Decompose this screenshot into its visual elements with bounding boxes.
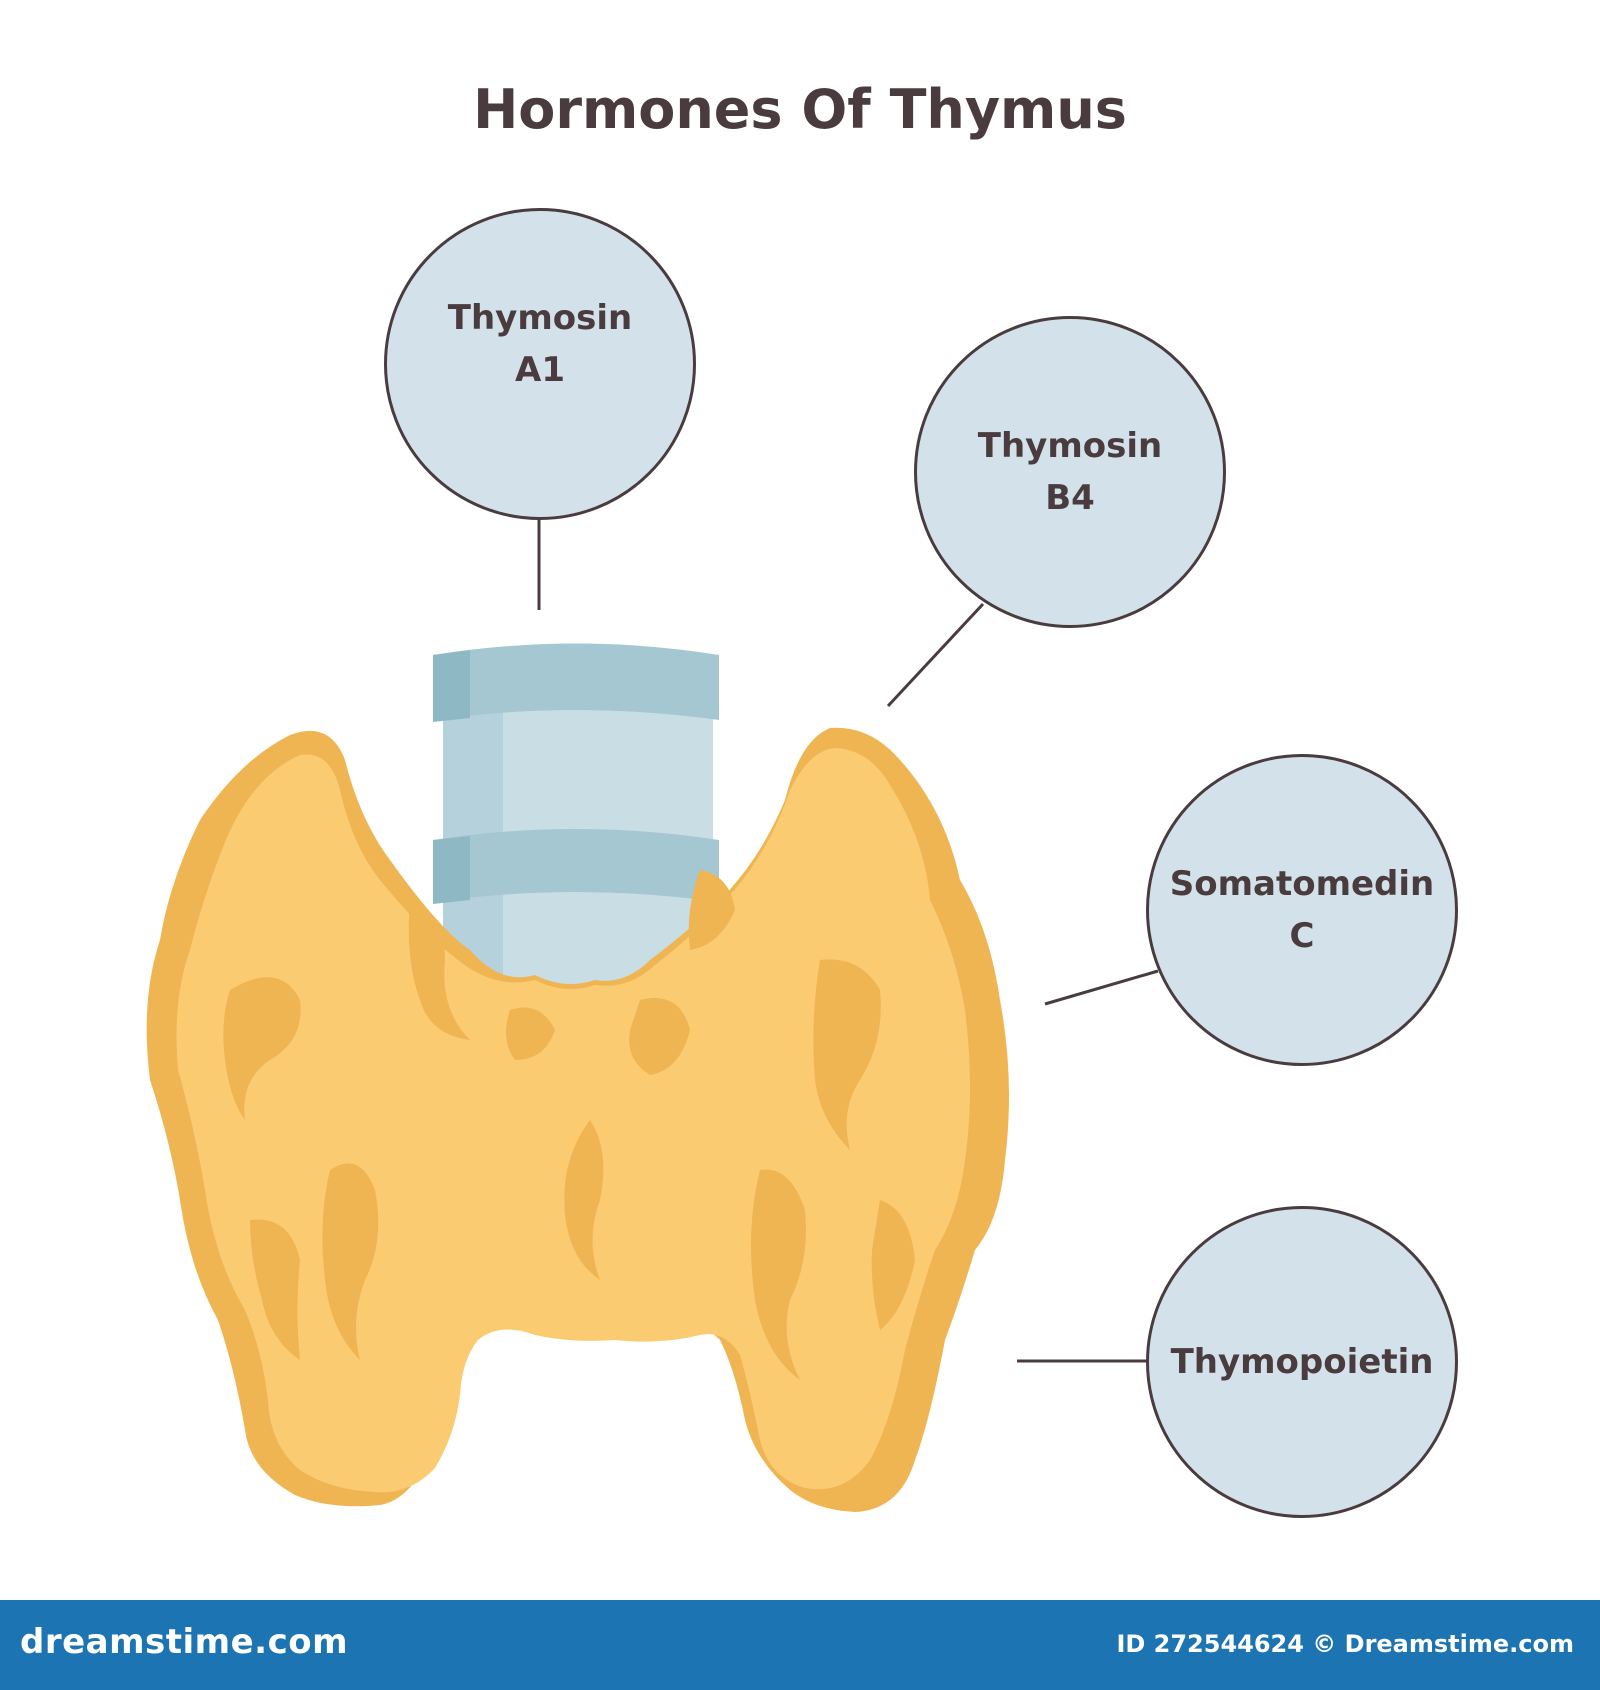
hormone-name: Thymosin bbox=[447, 298, 633, 338]
hormone-name: Somatomedin bbox=[1169, 864, 1435, 904]
hormone-subtype: A1 bbox=[515, 350, 565, 390]
hormone-bubble-thymopoietin: Thymopoietin bbox=[1146, 1206, 1458, 1518]
hormone-bubble-thymosin-a1: Thymosin A1 bbox=[384, 208, 696, 520]
leader-line-somatomedin-c bbox=[1044, 969, 1159, 1006]
footer-image-id: ID 272544624 © Dreamstime.com bbox=[1116, 1630, 1574, 1658]
hormone-bubble-thymosin-b4: Thymosin B4 bbox=[914, 316, 1226, 628]
leader-line-thymosin-b4 bbox=[886, 602, 985, 708]
thymus-gland bbox=[146, 727, 1009, 1512]
thymus-illustration bbox=[146, 518, 1159, 1512]
hormone-subtype: B4 bbox=[1045, 478, 1095, 518]
diagram-title: Hormones Of Thymus bbox=[473, 78, 1127, 141]
hormone-name: Thymosin bbox=[977, 426, 1163, 466]
hormone-name: Thymopoietin bbox=[1170, 1342, 1434, 1382]
trachea bbox=[433, 643, 719, 995]
footer-site-name[interactable]: dreamstime.com bbox=[20, 1622, 349, 1662]
hormone-subtype: C bbox=[1289, 916, 1315, 956]
footer-bar: dreamstime.com ID 272544624 © Dreamstime… bbox=[0, 1600, 1600, 1690]
hormone-bubble-somatomedin-c: Somatomedin C bbox=[1146, 754, 1458, 1066]
